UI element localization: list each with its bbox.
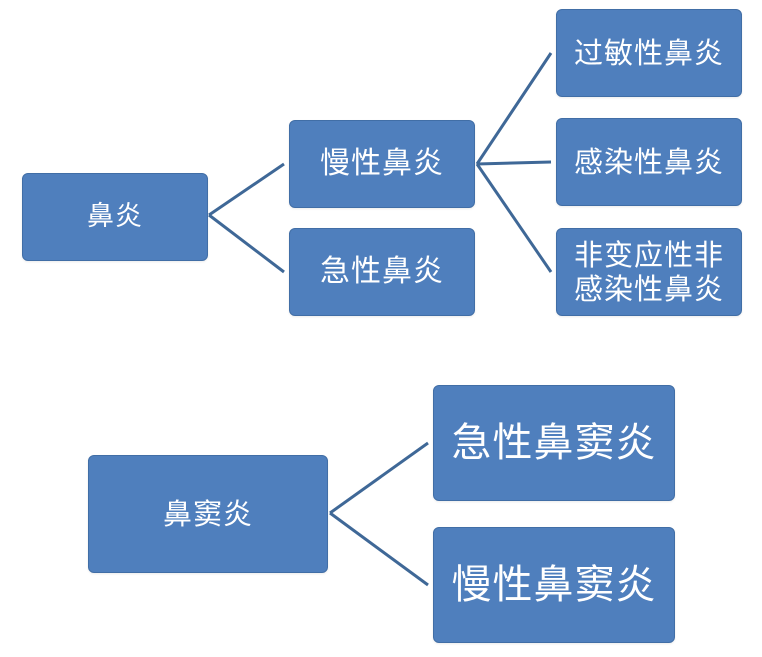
- connector-root2-to-chronic-sinus: [329, 511, 429, 587]
- node-allergic-rhinitis-label: 过敏性鼻炎: [573, 35, 724, 70]
- node-nonallergic-noninfectious-rhinitis: 非变应性非 感染性鼻炎: [556, 228, 742, 316]
- connector-root1-to-chronic: [208, 162, 285, 217]
- node-sinusitis-label: 鼻窦炎: [162, 496, 253, 531]
- connector-root2-to-acute-sinus: [329, 441, 429, 515]
- node-infectious-rhinitis: 感染性鼻炎: [556, 118, 742, 206]
- connector-chronic-to-infectious: [476, 160, 552, 166]
- node-acute-rhinitis: 急性鼻炎: [289, 228, 475, 316]
- connector-chronic-to-nonallergic: [475, 163, 553, 273]
- node-nonallergic-noninfectious-rhinitis-label: 非变应性非 感染性鼻炎: [573, 237, 724, 306]
- node-acute-rhinitis-label: 急性鼻炎: [320, 254, 444, 289]
- node-rhinitis-label: 鼻炎: [87, 200, 143, 232]
- node-chronic-rhinitis: 慢性鼻炎: [289, 120, 475, 208]
- node-chronic-sinusitis: 慢性鼻窦炎: [433, 527, 675, 643]
- node-infectious-rhinitis-label: 感染性鼻炎: [573, 144, 724, 179]
- node-allergic-rhinitis: 过敏性鼻炎: [556, 9, 742, 97]
- node-rhinitis: 鼻炎: [22, 173, 208, 261]
- node-acute-sinusitis-label: 急性鼻窦炎: [451, 420, 657, 466]
- node-chronic-rhinitis-label: 慢性鼻炎: [320, 146, 444, 181]
- connector-root1-to-acute: [208, 213, 285, 274]
- node-chronic-sinusitis-label: 慢性鼻窦炎: [451, 562, 657, 608]
- connector-chronic-to-allergic: [475, 52, 553, 165]
- node-sinusitis: 鼻窦炎: [88, 455, 328, 573]
- node-acute-sinusitis: 急性鼻窦炎: [433, 385, 675, 501]
